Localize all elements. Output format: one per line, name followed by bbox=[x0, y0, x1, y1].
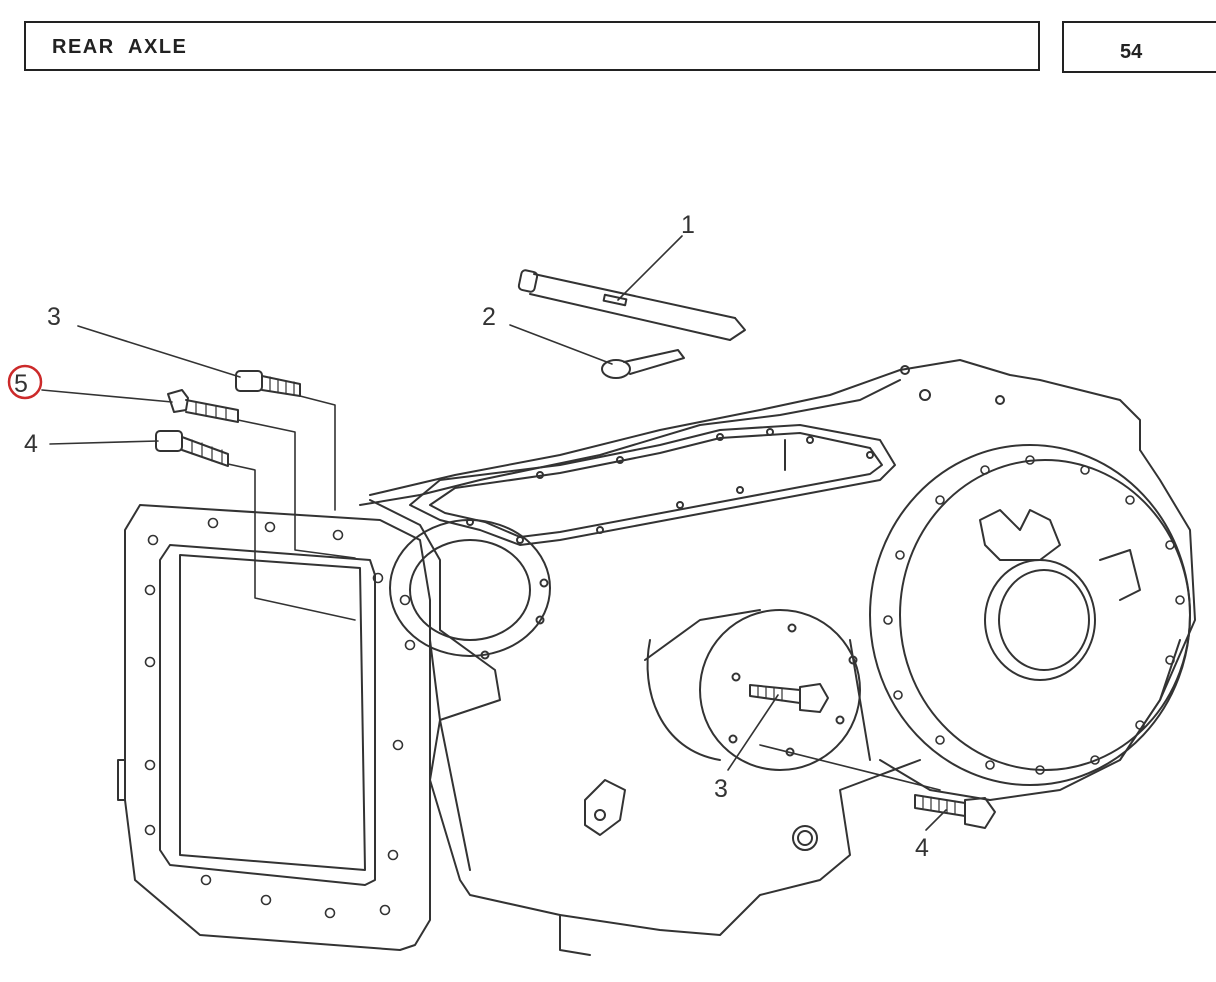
callout-3-top: 3 bbox=[47, 303, 61, 331]
page-number-box: 54 bbox=[1062, 21, 1216, 73]
title-box: REAR AXLE bbox=[24, 21, 1040, 71]
part-4-bolt-left bbox=[155, 430, 229, 467]
side-cover bbox=[644, 609, 861, 771]
top-opening-gasket bbox=[409, 424, 896, 546]
callout-2: 2 bbox=[482, 303, 496, 331]
part-2-clip bbox=[601, 349, 685, 379]
part-3-bolt-top bbox=[235, 370, 301, 397]
callout-4-left: 4 bbox=[24, 430, 38, 458]
leader-lines bbox=[41, 235, 947, 831]
part-3-bolt-side bbox=[749, 683, 829, 713]
callout-numbers: 1 2 3 5 4 3 4 bbox=[14, 211, 929, 862]
page-title: REAR AXLE bbox=[52, 36, 188, 58]
drain-ports bbox=[584, 779, 818, 851]
part-5-stud bbox=[167, 389, 239, 423]
highlight-circle bbox=[7, 364, 43, 400]
callout-3-bottom: 3 bbox=[714, 775, 728, 803]
callout-4-bottom: 4 bbox=[915, 834, 929, 862]
front-bore bbox=[389, 519, 551, 660]
part-1-pin bbox=[517, 269, 746, 341]
right-flange bbox=[869, 365, 1191, 786]
front-gasket-plate bbox=[117, 504, 431, 951]
part-4-bolt-lower bbox=[914, 794, 996, 829]
page-number: 54 bbox=[1120, 41, 1143, 63]
callout-1: 1 bbox=[681, 211, 695, 239]
callout-5: 5 bbox=[14, 370, 28, 398]
